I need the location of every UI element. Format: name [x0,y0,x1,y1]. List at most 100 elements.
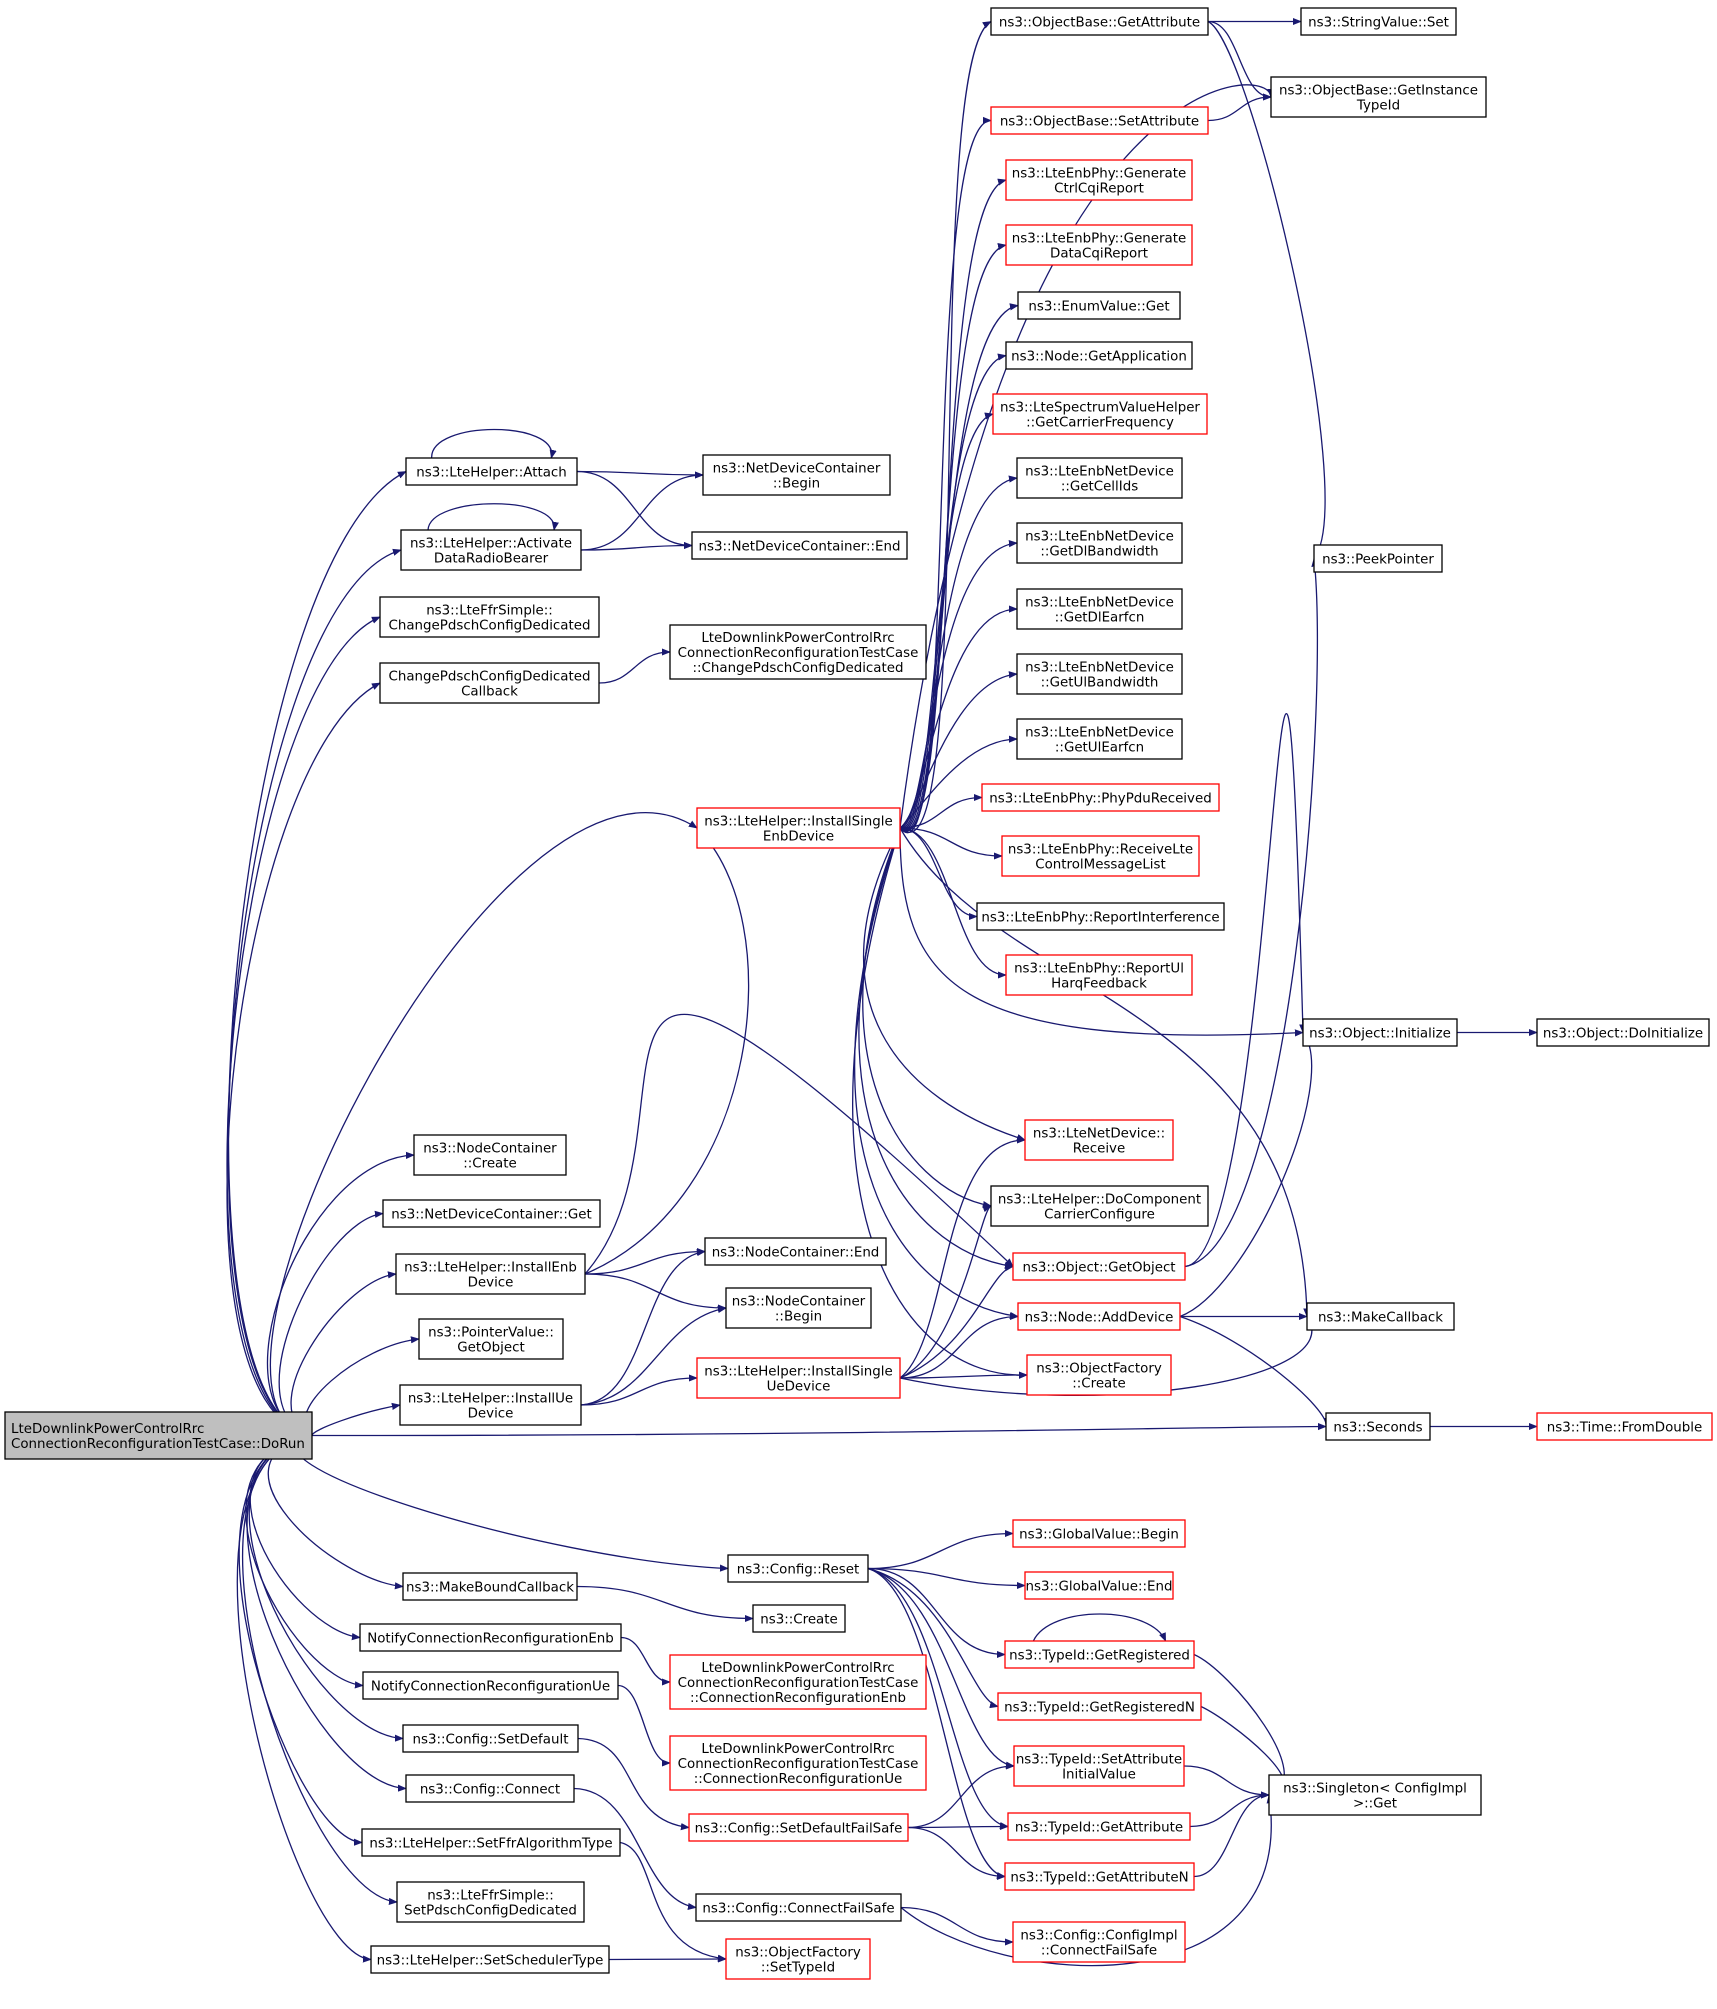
call-edge-root-to-attach [227,470,407,1437]
node-enum-get[interactable]: ns3::EnumValue::Get [1017,291,1181,320]
call-edge-ob_set-to-getinst [1207,93,1272,122]
call-edge-single_enb-to-phypdu [899,793,983,829]
call-edge-single_ue-to-of_create [899,1371,1028,1379]
node-setdefaultfs[interactable]: ns3::Config::SetDefaultFailSafe [688,1813,909,1842]
call-edge-single_enb-to-enum_get [899,303,1019,831]
node-box [1012,1252,1186,1281]
call-edge-attach-to-attach [430,428,557,459]
node-tc-conn-enb[interactable]: LteDownlinkPowerControlRrcConnectionReco… [669,1654,927,1710]
node-makecb[interactable]: ns3::MakeCallback [1306,1302,1455,1331]
node-nc-create[interactable]: ns3::NodeContainer::Create [413,1134,567,1176]
node-root[interactable]: LteDownlinkPowerControlRrcConnectionReco… [4,1411,313,1460]
node-box [1536,1018,1710,1047]
node-setsched[interactable]: ns3::LteHelper::SetSchedulerType [370,1945,610,1974]
node-box [1012,1519,1186,1548]
node-setdefault[interactable]: ns3::Config::SetDefault [402,1724,579,1753]
node-cfg-reset[interactable]: ns3::Config::Reset [727,1554,869,1583]
node-tc-change[interactable]: LteDownlinkPowerControlRrcConnectionReco… [669,624,927,680]
node-ulearfcn[interactable]: ns3::LteEnbNetDevice::GetUlEarfcn [1016,718,1183,760]
node-gv-end[interactable]: ns3::GlobalValue::End [1024,1571,1174,1600]
node-dlearfcn[interactable]: ns3::LteEnbNetDevice::GetDlEarfcn [1016,588,1183,630]
node-netdev-recv[interactable]: ns3::LteNetDevice::Receive [1024,1119,1174,1161]
node-node-getapp[interactable]: ns3::Node::GetApplication [1005,341,1193,370]
node-pv-get[interactable]: ns3::PointerValue::GetObject [418,1318,564,1360]
node-label: GetObject [457,1341,524,1356]
call-edge-setdefaultfs-to-tid_setattr [907,1762,1015,1829]
node-box [997,1692,1202,1721]
node-reportint[interactable]: ns3::LteEnbPhy::ReportInterference [976,902,1225,931]
node-adddevice[interactable]: ns3::Node::AddDevice [1017,1302,1181,1331]
node-tid-getreg[interactable]: ns3::TypeId::GetRegistered [1004,1640,1195,1669]
node-ndc-end[interactable]: ns3::NetDeviceContainer::End [691,531,908,560]
node-attach[interactable]: ns3::LteHelper::Attach [405,457,578,486]
node-spectrum[interactable]: ns3::LteSpectrumValueHelper::GetCarrierF… [992,393,1208,435]
node-label: ns3::StringValue::Set [1308,16,1449,31]
node-box [1024,1119,1174,1161]
node-box [361,1828,621,1857]
node-notify-enb[interactable]: NotifyConnectionReconfigurationEnb [359,1623,622,1652]
call-edge-single_ue-to-adddevice [899,1312,1019,1379]
node-label: ns3::LteHelper::SetSchedulerType [377,1954,604,1969]
node-label: ::GetCarrierFrequency [1026,416,1174,431]
node-ndc-get[interactable]: ns3::NetDeviceContainer::Get [382,1199,601,1228]
node-doinit[interactable]: ns3::Object::DoInitialize [1536,1018,1710,1047]
node-connect[interactable]: ns3::Config::Connect [405,1774,575,1803]
node-ulbw[interactable]: ns3::LteEnbNetDevice::GetUlBandwidth [1016,653,1183,695]
node-box [1007,1812,1191,1841]
node-nc-end[interactable]: ns3::NodeContainer::End [704,1237,887,1266]
node-create[interactable]: ns3::Create [752,1604,846,1633]
node-getobject[interactable]: ns3::Object::GetObject [1012,1252,1186,1281]
node-obj-init[interactable]: ns3::Object::Initialize [1302,1018,1458,1047]
node-box [990,7,1209,36]
node-setffr[interactable]: ns3::LteHelper::SetFfrAlgorithmType [361,1828,621,1857]
node-docomp[interactable]: ns3::LteHelper::DoComponentCarrierConfig… [990,1185,1209,1227]
node-tid-getattrn[interactable]: ns3::TypeId::GetAttributeN [1004,1862,1195,1891]
node-stringset[interactable]: ns3::StringValue::Set [1300,7,1457,36]
node-label: ns3::Object::DoInitialize [1543,1027,1703,1042]
node-singleton[interactable]: ns3::Singleton< ConfigImpl>::Get [1268,1774,1482,1816]
node-recvlte[interactable]: ns3::LteEnbPhy::ReceiveLteControlMessage… [1001,835,1200,877]
node-ndc-begin[interactable]: ns3::NetDeviceContainer::Begin [702,454,891,496]
node-of-settypeid[interactable]: ns3::ObjectFactory::SetTypeId [725,1938,871,1980]
node-fromdouble[interactable]: ns3::Time::FromDouble [1536,1412,1713,1441]
node-nc-begin[interactable]: ns3::NodeContainer::Begin [725,1287,872,1329]
node-makebound[interactable]: ns3::MakeBoundCallback [402,1572,578,1601]
call-edge-root-to-nc_create [266,1151,415,1437]
node-ob-set[interactable]: ns3::ObjectBase::SetAttribute [990,106,1209,135]
node-dlbw[interactable]: ns3::LteEnbNetDevice::GetDlBandwidth [1016,522,1183,564]
node-connectfs[interactable]: ns3::Config::ConnectFailSafe [695,1893,902,1922]
node-phypdu[interactable]: ns3::LteEnbPhy::PhyPduReceived [981,783,1220,812]
node-seconds[interactable]: ns3::Seconds [1325,1412,1431,1441]
node-box [1012,1921,1186,1963]
node-gv-begin[interactable]: ns3::GlobalValue::Begin [1012,1519,1186,1548]
node-tc-conn-ue[interactable]: LteDownlinkPowerControlRrcConnectionReco… [669,1735,927,1791]
node-box [402,1724,579,1753]
node-box [1017,291,1181,320]
node-tid-getregn[interactable]: ns3::TypeId::GetRegisteredN [997,1692,1202,1721]
node-label: ChangePdschConfigDedicated [389,619,591,634]
call-edge-single_enb-to-reportint [899,827,978,921]
node-ffr-change[interactable]: ns3::LteFfrSimple::ChangePdschConfigDedi… [379,596,600,638]
node-box [1026,1354,1172,1396]
node-ob-get[interactable]: ns3::ObjectBase::GetAttribute [990,7,1209,36]
node-ffr-setpdsch[interactable]: ns3::LteFfrSimple::SetPdschConfigDedicat… [396,1881,585,1923]
node-tid-getattr[interactable]: ns3::TypeId::GetAttribute [1007,1812,1191,1841]
call-edge-tid_getreg-to-tid_getreg [1032,1613,1167,1642]
node-notify-ue[interactable]: NotifyConnectionReconfigurationUe [362,1671,619,1700]
node-peek[interactable]: ns3::PeekPointer [1313,544,1443,573]
node-box [1016,457,1183,499]
node-cellids[interactable]: ns3::LteEnbNetDevice::GetCellIds [1016,457,1183,499]
node-cfgimpl-connfs[interactable]: ns3::Config::ConfigImpl::ConnectFailSafe [1012,1921,1186,1963]
node-of-create[interactable]: ns3::ObjectFactory::Create [1026,1354,1172,1396]
